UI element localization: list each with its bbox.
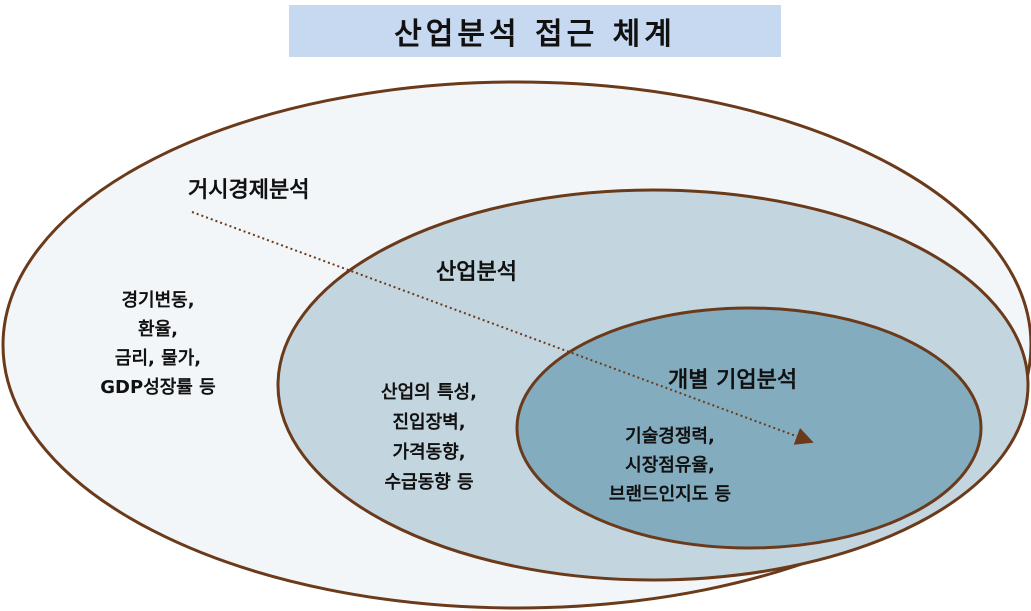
- macro-item: 금리, 물가,: [115, 348, 201, 369]
- industry-analysis-label: 산업분석: [436, 260, 517, 285]
- macro-item: GDP성장률 등: [100, 377, 215, 398]
- macro-item: 환율,: [138, 318, 178, 340]
- macro-analysis-label: 거시경제분석: [188, 178, 309, 203]
- industry-item: 가격동향,: [392, 442, 465, 463]
- company-analysis-label: 개별 기업분석: [668, 368, 797, 393]
- industry-item: 진입장벽,: [392, 411, 465, 433]
- analysis-flow-arrow: [191, 211, 814, 445]
- company-analysis-ellipse: [515, 306, 983, 550]
- industry-item: 산업의 특성,: [381, 382, 477, 403]
- company-item: 기술경쟁력,: [625, 426, 715, 447]
- title-box: 산업분석 접근 체계: [289, 5, 781, 57]
- macro-item: 경기변동,: [121, 290, 194, 311]
- industry-item: 수급동향 등: [384, 472, 473, 493]
- page-title: 산업분석 접근 체계: [394, 17, 676, 52]
- company-item: 브랜드인지도 등: [609, 484, 731, 505]
- company-item: 시장점유율,: [625, 455, 715, 476]
